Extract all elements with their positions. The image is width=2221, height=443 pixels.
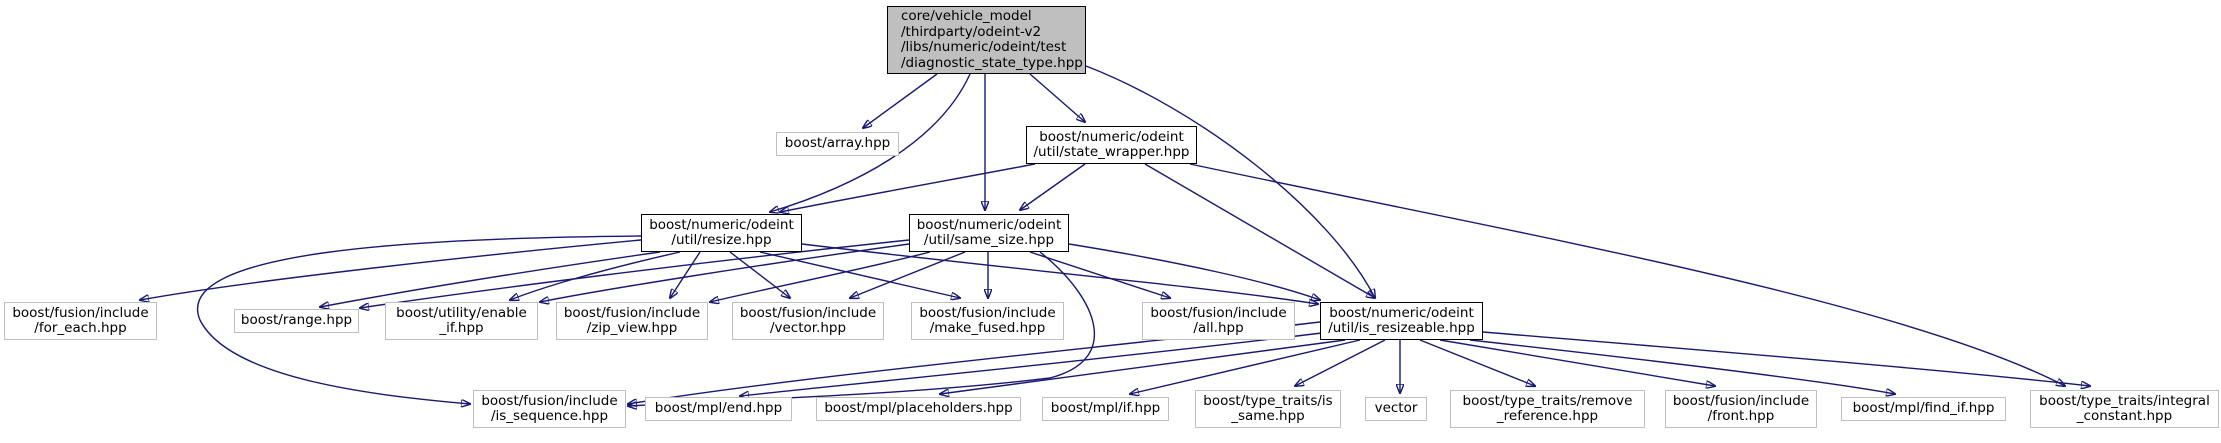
edge-resize-to-zip-view: [670, 251, 701, 298]
node-remove-reference[interactable]: boost/type_traits/remove _reference.hpp: [1450, 390, 1645, 428]
node-is-resizeable[interactable]: boost/numeric/odeint /util/is_resizeable…: [1320, 302, 1483, 340]
node-diagnostic-state-type[interactable]: core/vehicle_model /thirdparty/odeint-v2…: [887, 6, 1086, 74]
edge-is-resizeable-to-fusion-front: [1439, 339, 1715, 386]
node-state-wrapper[interactable]: boost/numeric/odeint /util/state_wrapper…: [1026, 126, 1197, 164]
edge-state-wrapper-to-resize: [780, 163, 1036, 212]
node-std-vector[interactable]: vector: [1365, 397, 1427, 421]
edge-same-size-to-fusion-all: [1029, 251, 1170, 298]
node-find-if[interactable]: boost/mpl/find_if.hpp: [1841, 397, 2006, 421]
edge-same-size-to-enable-if: [540, 243, 910, 302]
node-integral-constant[interactable]: boost/type_traits/integral _constant.hpp: [2030, 390, 2219, 428]
node-mpl-if[interactable]: boost/mpl/if.hpp: [1042, 397, 1169, 421]
edge-resize-to-for-each: [140, 239, 642, 300]
edge-is-resizeable-to-integral-constant: [1482, 331, 2090, 386]
node-is-sequence[interactable]: boost/fusion/include /is_sequence.hpp: [473, 390, 626, 428]
edge-is-resizeable-to-remove-reference: [1419, 339, 1535, 386]
edge-resize-to-is-sequence: [196, 235, 642, 404]
edge-root-to-state-wrapper: [1029, 73, 1085, 122]
node-range[interactable]: boost/range.hpp: [234, 309, 359, 333]
edge-resize-to-range: [320, 251, 661, 307]
node-make-fused[interactable]: boost/fusion/include /make_fused.hpp: [911, 302, 1064, 340]
edge-is-resizeable-to-mpl-if: [1130, 339, 1361, 394]
edge-state-wrapper-to-is-resizeable: [1144, 163, 1375, 298]
edge-root-to-boost-array: [863, 73, 938, 128]
node-same-size[interactable]: boost/numeric/odeint /util/same_size.hpp: [909, 214, 1069, 252]
edge-root-to-resize: [770, 73, 971, 212]
edge-state-wrapper-to-same-size: [1020, 163, 1086, 210]
edge-is-resizeable-to-placeholders: [940, 339, 1346, 394]
node-fusion-all[interactable]: boost/fusion/include /all.hpp: [1142, 302, 1295, 340]
edge-same-size-to-is-resizeable: [1068, 243, 1320, 300]
edge-resize-to-fusion-vector: [729, 251, 790, 298]
node-enable-if[interactable]: boost/utility/enable _if.hpp: [385, 302, 538, 340]
edge-root-to-is-resizeable: [1085, 65, 1375, 298]
node-mpl-placeholders[interactable]: boost/mpl/placeholders.hpp: [816, 397, 1021, 421]
node-for-each[interactable]: boost/fusion/include /for_each.hpp: [4, 302, 157, 340]
node-zip-view[interactable]: boost/fusion/include /zip_view.hpp: [556, 302, 708, 340]
edge-is-resizeable-to-is-same: [1295, 339, 1386, 386]
edge-is-resizeable-to-find-if: [1469, 339, 1895, 394]
edge-same-size-to-zip-view: [710, 251, 931, 302]
node-resize[interactable]: boost/numeric/odeint /util/resize.hpp: [641, 214, 802, 252]
node-fusion-front[interactable]: boost/fusion/include /front.hpp: [1665, 390, 1817, 428]
node-is-same[interactable]: boost/type_traits/is _same.hpp: [1195, 390, 1341, 428]
edge-resize-to-is-resizeable: [801, 243, 1318, 304]
node-boost-array[interactable]: boost/array.hpp: [776, 132, 899, 156]
edge-same-size-to-range: [360, 239, 910, 308]
edge-resize-to-make-fused: [759, 251, 960, 298]
node-fusion-vector[interactable]: boost/fusion/include /vector.hpp: [732, 302, 884, 340]
edge-same-size-to-fusion-vector: [850, 251, 966, 298]
edge-is-resizeable-to-mpl-end: [740, 331, 1331, 396]
edge-state-wrapper-to-integral-constant: [1189, 163, 2065, 386]
node-mpl-end[interactable]: boost/mpl/end.hpp: [645, 397, 792, 421]
